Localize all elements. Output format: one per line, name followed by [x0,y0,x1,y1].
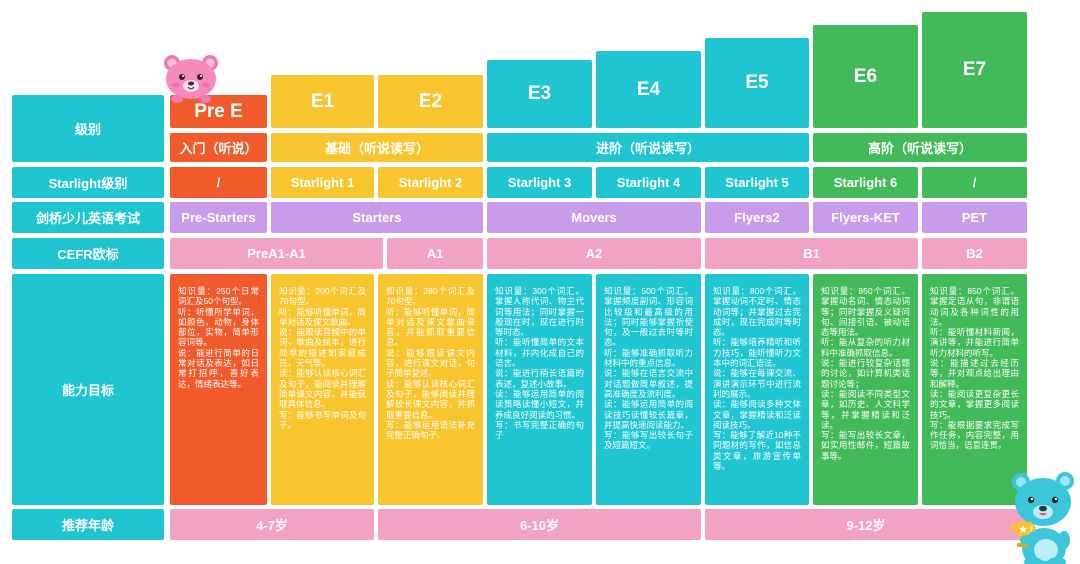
ability-text: 说：能进行稍长语篇的表述，复述小故事。 [495,368,584,389]
ability-text: 知识量：850个词汇。掌握定语从句，非谓语动词及各种词性的用法。 [930,286,1019,327]
age-cell-4-7: 4-7岁 [170,509,374,540]
ability-cell-pre-e: 知识量：250个日常词汇及50个句型。 听：听懂所学单词，如颜色，动物，身体部位… [170,274,267,505]
cefr-cell-b2: B2 [922,238,1027,269]
level-header-e5: E5 [705,38,809,128]
teal-bear-trophy-icon [1006,468,1080,564]
ability-cell-e7: 知识量：850个词汇。掌握定语从句，非谓语动词及各种词性的用法。 听：能听懂材料… [922,274,1027,505]
stage-advanced: 高阶（听说读写） [813,133,1027,162]
level-header-e6: E6 [813,25,918,128]
pink-bear-icon [163,53,219,103]
starlight-cell-pre-e: / [170,167,267,198]
ability-text: 听：能够听懂单词，简单对话及课文歌曲录音，并能抓取重要信息。 [386,306,475,348]
cefr-cell-b1: B1 [705,238,918,269]
cefr-cell-a1: A1 [387,238,483,269]
ability-text: 说：能够在语言交流中对话题做简单叙述，提高准确度及流利度。 [604,368,693,399]
ability-text: 听：能够培养精听和听力技巧，能听懂听力文本中的词汇语法。 [713,337,801,369]
row-label-ability: 能力目标 [12,274,164,505]
ability-text: 知识量：500个词汇。掌握频度副词、形容词比较级和最高级的用法；同时能够掌握祈使… [604,286,693,348]
starlight-cell-e5: Starlight 5 [705,167,809,198]
cefr-cell-prea1-a1: PreA1-A1 [170,238,383,269]
ability-text: 知识量：280个词汇及70句型。 [386,286,475,307]
ability-text: 听：能够准确抓取听力材料中的重点信息。 [604,347,693,369]
ability-text: 读：能够阅读多种文体文章，掌握精读和泛读阅读技巧。 [713,399,801,430]
ability-text: 读：能阅读不同类型文章，如历史、人文科学等，并掌握精读和泛读。 [821,388,910,430]
level-header-e4: E4 [596,51,701,128]
ability-text: 知识量：850个词汇。掌握动名词、情态动词等；同时掌握反义疑问句、间接引语、被动… [821,286,910,338]
ability-text: 写：能够写出较长句子及短篇短文。 [604,430,693,451]
ability-text: 写：能够了解近10种不同题材的写作，如信息类文章，旅游宣传单等。 [713,430,801,472]
ability-text: 读：能够运用简单的阅读策略读懂小短文，并养成良好阅读的习惯。 [495,388,584,420]
ability-cell-e2: 知识量：280个词汇及70句型。 听：能够听懂单词，简单对话及课文歌曲录音，并能… [378,274,483,505]
cambridge-cell-flyers-ket: Flyers-KET [813,202,918,233]
ability-text: 听：能够听懂单词，简单对话及课文歌曲。 [279,306,366,327]
ability-text: 读：能够认读核心词汇及句子，能阅读并理解简单课文内容，并能获取具体信息。 [279,368,366,410]
ability-cell-e5: 知识量：800个词汇。掌握动词不定时、情态动词等；并掌握过去完成时，现在完成时等… [705,274,809,505]
ability-cell-e3: 知识量：300个词汇。掌握人称代词、物主代词等用法；同时掌握一般现在时，现在进行… [487,274,592,505]
level-header-e1: E1 [271,75,374,128]
ability-text: 说：能够跟读课文内容，进行课文对话，句子简单复述。 [386,347,475,379]
starlight-cell-e2: Starlight 2 [378,167,483,198]
starlight-cell-e1: Starlight 1 [271,167,374,198]
ability-cell-e1: 知识量：200个词汇及70句型。 听：能够听懂单词，简单对话及课文歌曲。 说：能… [271,274,374,505]
stage-beginner: 入门（听说） [170,133,267,162]
pink-bear-icon-graphic [164,55,218,103]
teal-bear-trophy-icon-graphic [1010,472,1074,564]
ability-text: 听：听懂所学单词，如颜色，动物，身体部位，实物，简单形容词等。 [178,306,259,348]
ability-text: 写：能写出较长文章，如实用性邮件，短篇故事等。 [821,430,910,461]
ability-text: 说：能够在每课交流、演讲演示环节中进行流利的展示。 [713,368,801,399]
ability-text: 说：能进行简单的日常对话及表达，如日常打招呼，喜好表达，情绪表达等。 [178,347,259,389]
cambridge-cell-movers: Movers [487,202,701,233]
row-label-starlight: Starlight级别 [12,167,164,198]
ability-text: 写：书写完整正确的句子 [495,419,584,441]
ability-text: 说：能进行较复杂话题的讨论，如计算机类话题讨论等； [821,358,910,389]
stage-foundation: 基础（听说读写） [271,133,483,162]
row-label-cefr: CEFR欧标 [12,238,164,269]
cambridge-cell-pet: PET [922,202,1027,233]
level-header-e2: E2 [378,75,483,128]
cambridge-cell-starters: Starters [271,202,483,233]
level-header-e7: E7 [922,12,1027,128]
cambridge-cell-flyers2: Flyers2 [705,202,809,233]
ability-text: 听：能从复杂的听力材料中准确抓取信息。 [821,337,910,358]
ability-text: 知识量：200个词汇及70句型。 [279,286,366,307]
ability-text: 写：能够运用语法补充完整正确句子。 [386,419,475,441]
ability-text: 听：能听懂简单的文本材料，并内化成自己的语言。 [495,337,584,369]
age-cell-6-10: 6-10岁 [378,509,701,540]
ability-text: 说：能描述过去经历等，并对观点给出理由和解释。 [930,358,1019,389]
ability-text: 知识量：800个词汇。掌握动词不定时、情态动词等；并掌握过去完成时，现在完成时等… [713,286,801,338]
ability-text: 读：能阅读更复杂更长的文章，掌握更多阅读技巧。 [930,388,1019,420]
row-label-cambridge: 剑桥少儿英语考试 [12,202,164,233]
ability-text: 写：能够书写单词及句子。 [279,409,366,430]
ability-text: 说：能跟读音频中的单词，歌曲及绘本，进行简单的描述如家庭成员，天气等。 [279,327,366,369]
ability-text: 读：能够认读核心词汇及句子，能够阅读并理解较长课文内容，并抓取重要信息。 [386,378,475,420]
starlight-cell-e3: Starlight 3 [487,167,592,198]
ability-cell-e6: 知识量：850个词汇。掌握动名词、情态动词等；同时掌握反义疑问句、间接引语、被动… [813,274,918,505]
ability-cell-e4: 知识量：500个词汇。掌握频度副词、形容词比较级和最高级的用法；同时能够掌握祈使… [596,274,701,505]
stage-intermediate: 进阶（听说读写） [487,133,809,162]
row-label-age: 推荐年龄 [12,509,164,540]
starlight-cell-e6: Starlight 6 [813,167,918,198]
cefr-cell-a2: A2 [487,238,701,269]
level-header-pre-e: Pre E [170,95,267,128]
ability-text: 听：能听懂材料新闻，演讲等，并能进行简单听力材料的听写。 [930,327,1019,358]
ability-text: 知识量：250个日常词汇及50个句型。 [178,286,259,307]
row-label-level: 级别 [12,95,164,162]
level-header-e3: E3 [487,60,592,128]
cambridge-cell-pre-starters: Pre-Starters [170,202,267,233]
starlight-cell-e4: Starlight 4 [596,167,701,198]
ability-text: 读：能够运用简单的阅读技巧读懂较长篇章，并提高快速阅读能力。 [604,399,693,430]
age-cell-9-12: 9-12岁 [705,509,1027,540]
ability-text: 知识量：300个词汇。掌握人称代词、物主代词等用法；同时掌握一般现在时，现在进行… [495,286,584,338]
starlight-cell-e7: / [922,167,1027,198]
ability-text: 写：能根据要求完成写作任务，内容完整，用词恰当，语意连贯。 [930,419,1019,451]
